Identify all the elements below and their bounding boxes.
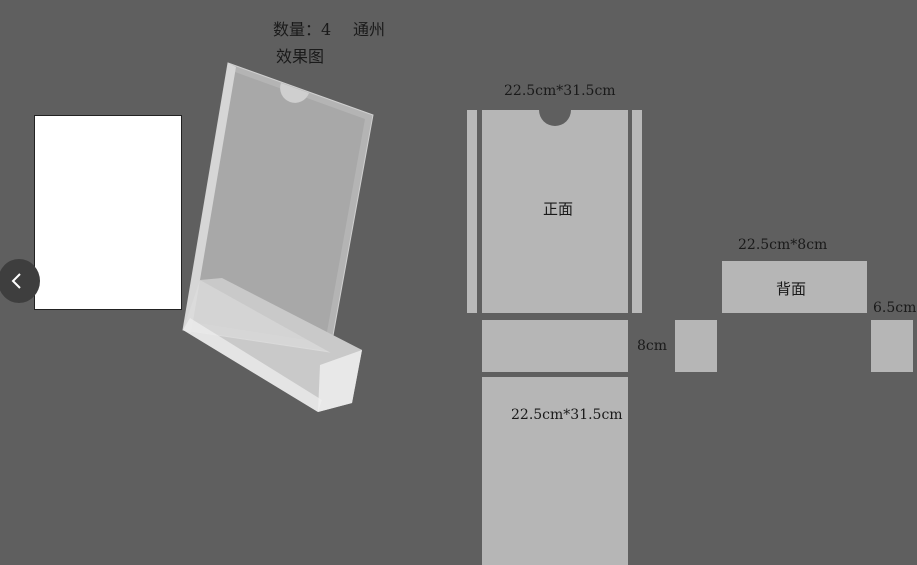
front-notch	[539, 110, 571, 126]
effect-title: 效果图	[276, 47, 325, 66]
front-label: 正面	[543, 200, 574, 218]
depth-label: 8cm	[637, 338, 668, 354]
side-size-label: 6.5cm	[873, 300, 917, 316]
bottom-panel	[482, 377, 628, 565]
quantity-label: 数量：4	[273, 20, 332, 39]
depth-panel	[482, 320, 628, 372]
front-panel	[482, 110, 628, 313]
white-card-preview	[34, 115, 182, 310]
bottom-size-label: 22.5cm*31.5cm	[511, 407, 623, 423]
side-panel	[871, 320, 913, 372]
previous-button[interactable]	[0, 259, 40, 303]
back-panel	[722, 261, 867, 313]
right-side-strip	[632, 110, 642, 313]
back-size-label: 22.5cm*8cm	[738, 237, 828, 253]
left-side-strip	[467, 110, 477, 313]
acrylic-stand-render	[182, 62, 374, 412]
location-label: 通州	[353, 20, 386, 39]
front-size-label: 22.5cm*31.5cm	[504, 83, 616, 99]
chevron-left-icon	[11, 273, 21, 289]
small-side-panel	[675, 320, 717, 372]
back-label: 背面	[776, 280, 807, 298]
